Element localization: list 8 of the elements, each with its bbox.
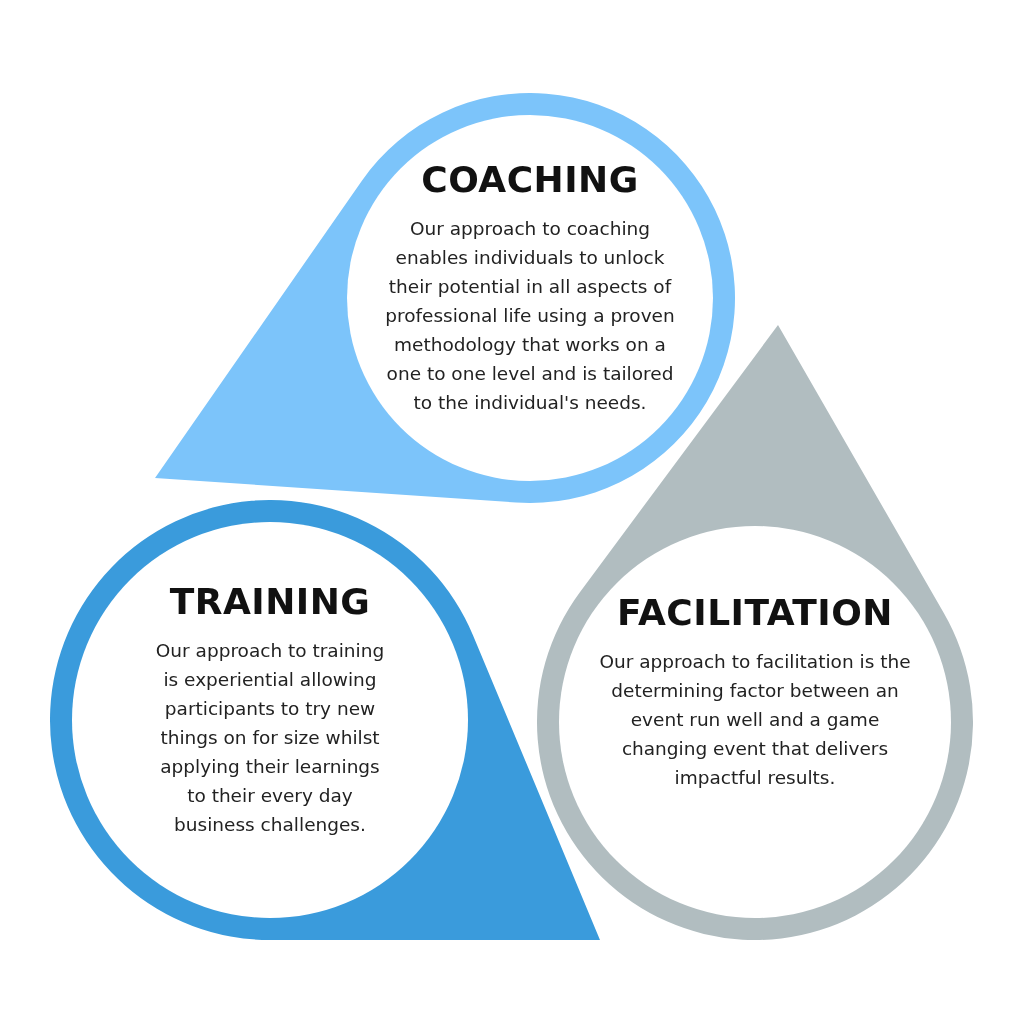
heading: COACHING <box>421 159 639 200</box>
heading: TRAINING <box>169 581 371 622</box>
teardrop-shape <box>155 93 735 503</box>
description-text: Our approach to training is experiential allowing participants to try new things on for size whilst applying their learnings to their every day business challenges. <box>155 639 385 837</box>
description-text: Our approach to coaching enables individuals to unlock their potential in all aspects of professional life using a proven methodology that works on a one to one level and is tailored to the individual's needs. <box>384 217 676 415</box>
description-text: Our approach to facilitation is the determining factor between an event run well and a game changing event that delivers impactful results. <box>598 650 912 790</box>
heading: FACILITATION <box>617 592 893 633</box>
teardrop-shape <box>50 500 600 940</box>
